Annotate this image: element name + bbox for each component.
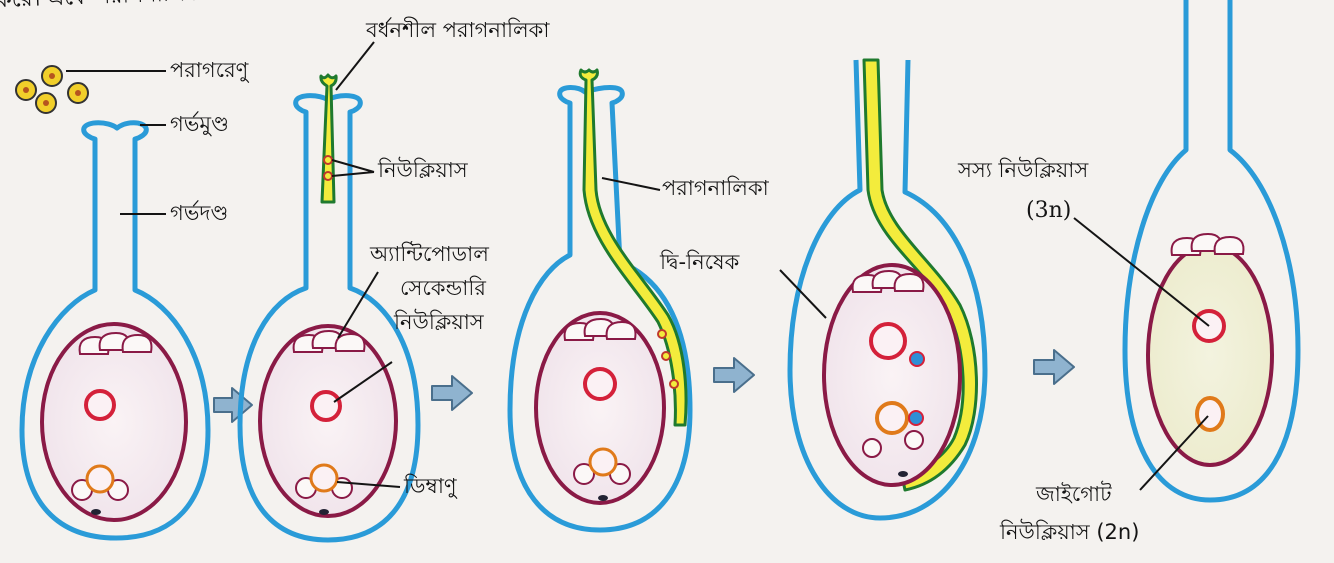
stage-4-pistil [790, 60, 985, 518]
label-zygote-nucleus: নিউক্লিয়াস (2n) [1000, 522, 1139, 543]
right-arrow-icon [1034, 350, 1074, 384]
sperm-nucleus [910, 352, 924, 366]
label-antipodal: অ্যান্টিপোডাল [370, 244, 489, 265]
secondary-nucleus [871, 324, 905, 358]
secondary-nucleus [312, 392, 340, 420]
label-style: গর্ভদণ্ড [170, 203, 228, 224]
sperm-nucleus [658, 330, 666, 338]
stage-3-pistil [510, 70, 690, 530]
right-arrow-icon [214, 388, 252, 422]
label-stigma: গর্ভমুণ্ড [170, 114, 229, 135]
tube-nucleus [324, 172, 332, 180]
growing-pollen-tube [321, 75, 336, 202]
sperm-nucleus [662, 352, 670, 360]
sperm-nucleus [909, 411, 923, 425]
secondary-nucleus [585, 369, 615, 399]
stage-5-pistil [1125, 0, 1298, 500]
label-egg-cell: ডিম্বাণু [404, 476, 457, 497]
stage-2-pistil [240, 75, 418, 540]
egg-cell [311, 465, 337, 491]
tube-nucleus [670, 380, 678, 388]
embryo-sac [824, 265, 960, 485]
antipodal-cells [1172, 234, 1244, 255]
label-pollen-grain: পরাগরেণু [170, 60, 248, 81]
label-double-fertilization: দ্বি-নিষেক [660, 252, 739, 273]
label-zygote: জাইগোট [1036, 484, 1112, 505]
label-secondary-nucleus-line1: সেকেন্ডারি [400, 278, 486, 299]
label-pollen-tube: পরাগনালিকা [662, 178, 769, 199]
right-arrow-icon [432, 376, 472, 410]
secondary-nucleus [86, 391, 114, 419]
label-nucleus: নিউক্লিয়াস [378, 160, 468, 181]
pollen-grains [16, 66, 88, 113]
tube-nucleus [324, 156, 332, 164]
right-arrow-icon [714, 358, 754, 392]
label-growing-pollen-tube: বর্ধনশীল পরাগনালিকা [366, 20, 549, 41]
egg-cell [877, 403, 907, 433]
stage-1-pistil [16, 66, 208, 538]
label-endosperm-ploidy: (3n) [1026, 200, 1071, 222]
egg-cell [87, 466, 113, 492]
egg-cell [590, 449, 616, 475]
label-endosperm-nucleus: সস্য নিউক্লিয়াস [958, 160, 1088, 181]
label-secondary-nucleus-line2: নিউক্লিয়াস [394, 312, 484, 333]
